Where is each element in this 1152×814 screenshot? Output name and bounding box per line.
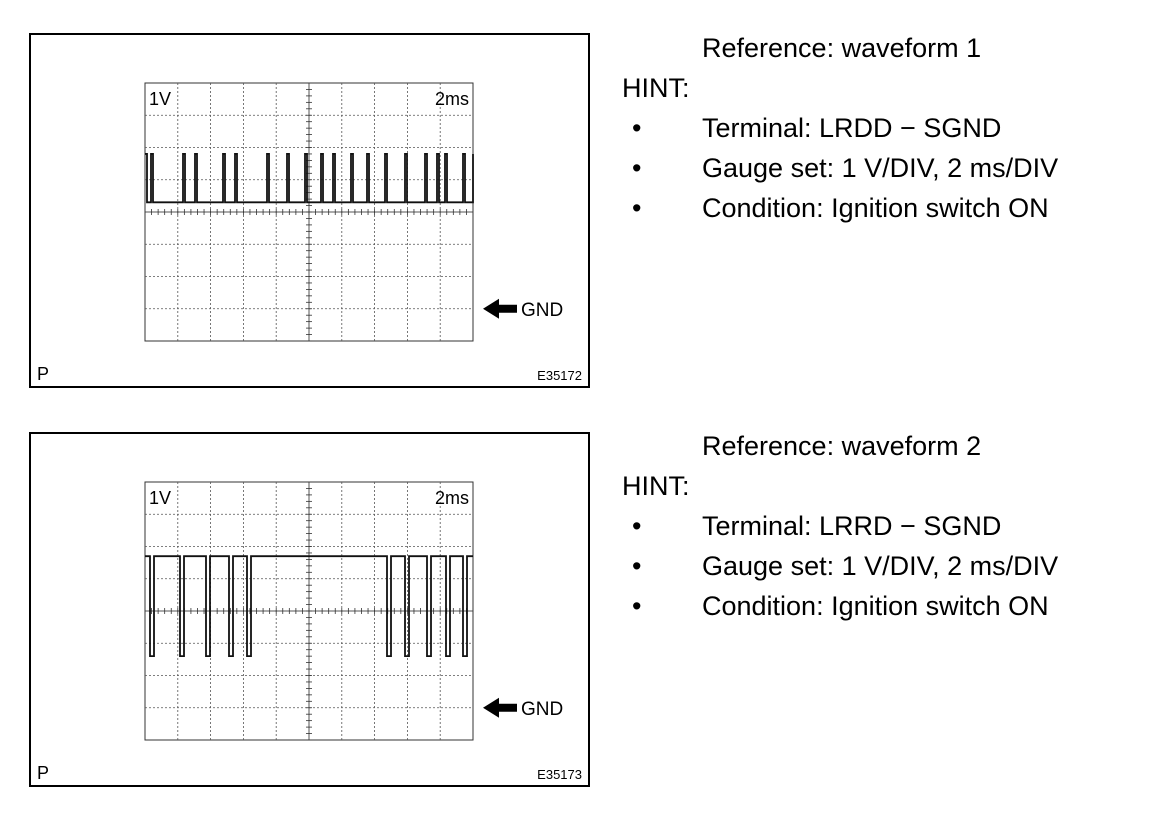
time-scale-label: 2ms (435, 488, 469, 508)
hint-item-text: Terminal: LRRD − SGND (702, 511, 1002, 541)
reference-title: Reference: waveform 1 (702, 33, 982, 63)
figure-id: E35173 (537, 767, 582, 782)
gnd-arrow-icon (483, 298, 517, 319)
corner-label: P (37, 364, 50, 384)
hint-item-condition: • Condition: Ignition switch ON (622, 586, 1142, 626)
hint-label: HINT: (622, 73, 690, 103)
bullet-icon: • (632, 511, 642, 541)
hint-item-text: Terminal: LRDD − SGND (702, 113, 1002, 143)
gnd-label: GND (521, 699, 563, 720)
gnd-label: GND (521, 300, 563, 321)
hint-item-terminal: • Terminal: LRDD − SGND (622, 108, 1142, 148)
hint-list: • Terminal: LRRD − SGND • Gauge set: 1 V/D… (622, 506, 1142, 626)
volt-scale-label: 1V (149, 89, 171, 109)
graticule (144, 481, 474, 741)
graticule (144, 82, 474, 342)
hint-block-2: Reference: waveform 2 HINT: • Terminal: L… (622, 426, 1142, 626)
hint-item-text: Condition: Ignition switch ON (702, 591, 1049, 621)
bullet-icon: • (632, 193, 642, 223)
waveform-trace (145, 153, 474, 204)
bullet-icon: • (632, 113, 642, 143)
hint-list: • Terminal: LRDD − SGND • Gauge set: 1 V/D… (622, 108, 1142, 228)
waveform-trace (145, 555, 473, 658)
hint-item-condition: • Condition: Ignition switch ON (622, 188, 1142, 228)
hint-block-1: Reference: waveform 1 HINT: • Terminal: L… (622, 28, 1142, 228)
figure-id: E35172 (537, 368, 582, 383)
time-scale-label: 2ms (435, 89, 469, 109)
hint-item-terminal: • Terminal: LRRD − SGND (622, 506, 1142, 546)
gnd-arrow-icon (483, 697, 517, 718)
bullet-icon: • (632, 153, 642, 183)
bullet-icon: • (632, 551, 642, 581)
volt-scale-label: 1V (149, 488, 171, 508)
hint-item-text: Gauge set: 1 V/DIV, 2 ms/DIV (702, 551, 1059, 581)
corner-label: P (37, 763, 50, 783)
hint-label: HINT: (622, 471, 690, 501)
bullet-icon: • (632, 591, 642, 621)
hint-item-gauge: • Gauge set: 1 V/DIV, 2 ms/DIV (622, 546, 1142, 586)
reference-title: Reference: waveform 2 (702, 431, 982, 461)
hint-item-text: Gauge set: 1 V/DIV, 2 ms/DIV (702, 153, 1059, 183)
hint-item-text: Condition: Ignition switch ON (702, 193, 1049, 223)
hint-item-gauge: • Gauge set: 1 V/DIV, 2 ms/DIV (622, 148, 1142, 188)
